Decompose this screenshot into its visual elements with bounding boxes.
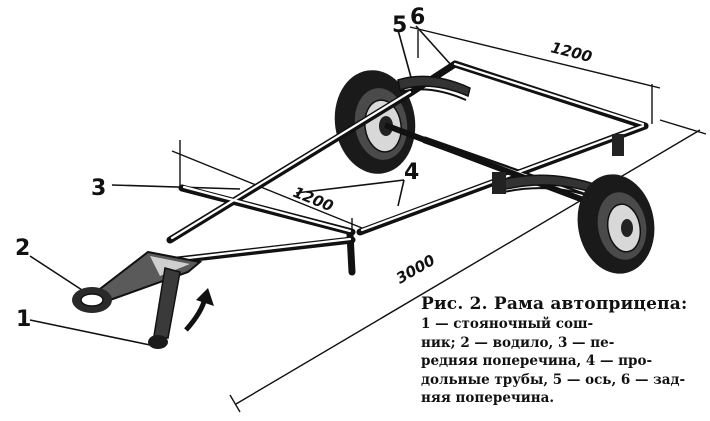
rotation-arrow <box>184 297 208 332</box>
caption-line: ник; 2 — водило, 3 — пе- <box>421 334 615 351</box>
front-width-dimension-line <box>171 150 363 229</box>
front-width-value: 1200 <box>291 183 336 215</box>
rear-right-wheel <box>577 174 655 274</box>
label-6: 6 <box>410 5 425 30</box>
caption-title: Рис. 2. Рама автоприцепа: <box>421 294 688 314</box>
frame-tube-highlights <box>160 62 645 263</box>
caption-line: няя поперечина. <box>421 390 555 406</box>
rear-width-dimension-line <box>409 26 661 89</box>
parking-leg-foot <box>148 335 168 349</box>
rear-left-wheel <box>334 70 416 174</box>
leader-6 <box>415 25 453 67</box>
leader-4a <box>295 179 405 194</box>
length-value: 3000 <box>393 251 438 287</box>
frame-tubes <box>156 60 649 276</box>
figure-caption: Рис. 2. Рама автоприцепа: 1 — стояночный… <box>421 293 706 408</box>
length-extension-front <box>229 394 241 413</box>
caption-line: 1 — стояночный сош- <box>421 316 594 332</box>
leader-1 <box>29 319 151 346</box>
axle <box>383 122 617 215</box>
caption-body: 1 — стояночный сош- ник; 2 — водило, 3 —… <box>421 315 706 408</box>
leader-3 <box>111 184 241 190</box>
drawbar-plate <box>94 250 203 302</box>
part-number-labels: 1 2 3 4 5 6 <box>15 5 425 332</box>
label-3: 3 <box>91 176 106 201</box>
label-4: 4 <box>404 160 419 185</box>
caption-line: редняя поперечина, 4 — про- <box>421 353 653 369</box>
length-dimension-line <box>235 129 701 405</box>
left-leaf-spring <box>397 75 471 98</box>
caption-line: дольные трубы, 5 — ось, 6 — зад- <box>421 371 686 388</box>
length-extension-rear <box>659 119 707 135</box>
leader-4b <box>397 179 405 207</box>
front-extension-tube <box>346 230 356 276</box>
drawbar <box>72 250 203 313</box>
label-1: 1 <box>16 307 31 332</box>
label-2: 2 <box>15 236 30 261</box>
label-5: 5 <box>392 13 407 38</box>
leader-2 <box>29 255 83 291</box>
parking-leg <box>148 267 214 349</box>
